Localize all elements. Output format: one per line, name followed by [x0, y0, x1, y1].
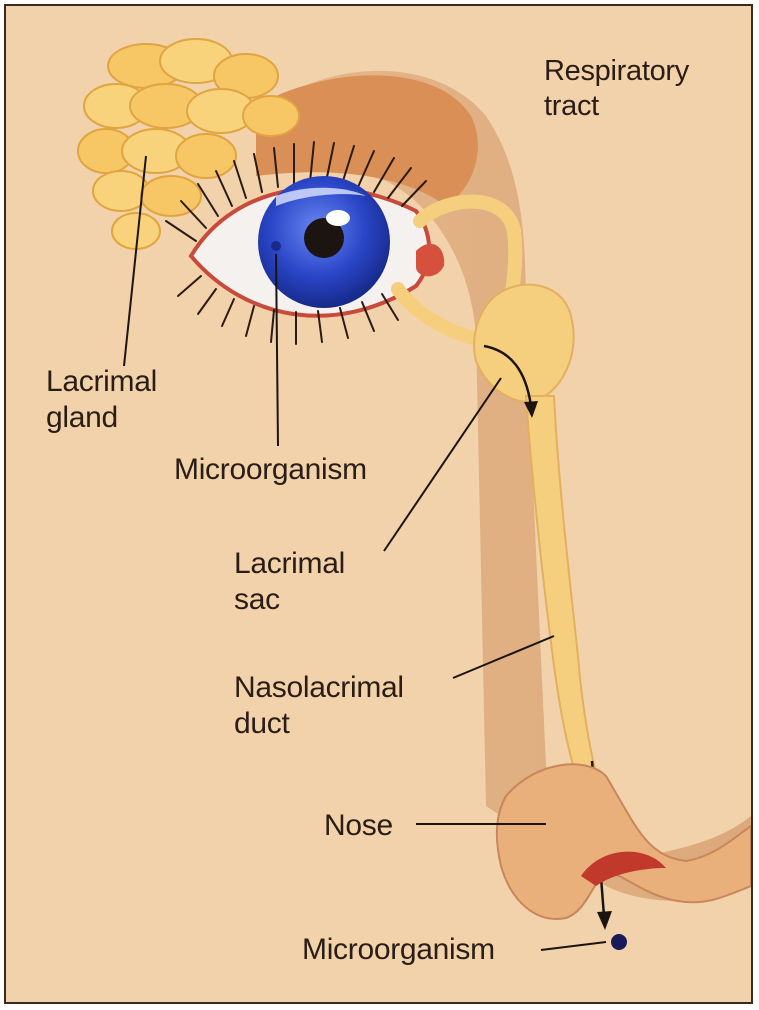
- eye-highlight: [326, 210, 350, 226]
- label-respiratory-tract-line2: tract: [544, 89, 689, 124]
- label-lacrimal-sac-line1: Lacrimal: [234, 546, 345, 582]
- label-nasolacrimal-duct-line2: duct: [234, 706, 404, 742]
- microorganism-dot-eye: [271, 241, 281, 251]
- label-microorganism-nose: Microorganism: [302, 932, 495, 968]
- label-lacrimal-gland-line2: gland: [46, 400, 157, 436]
- label-respiratory-tract-line1: Respiratory: [544, 54, 689, 89]
- microorganism-dot-nose: [611, 934, 627, 950]
- label-lacrimal-gland-line1: Lacrimal: [46, 364, 157, 400]
- diagram-frame: Respiratory tract Lacrimal gland Microor…: [4, 4, 753, 1004]
- label-lacrimal-gland: Lacrimal gland: [46, 364, 157, 436]
- label-lacrimal-sac: Lacrimal sac: [234, 546, 345, 618]
- label-microorganism-eye: Microorganism: [174, 452, 367, 488]
- label-lacrimal-sac-line2: sac: [234, 582, 345, 618]
- eye-drainage-illustration: [6, 6, 751, 1002]
- label-nasolacrimal-duct: Nasolacrimal duct: [234, 670, 404, 742]
- label-nasolacrimal-duct-line1: Nasolacrimal: [234, 670, 404, 706]
- label-respiratory-tract: Respiratory tract: [544, 54, 689, 124]
- label-nose: Nose: [324, 808, 393, 844]
